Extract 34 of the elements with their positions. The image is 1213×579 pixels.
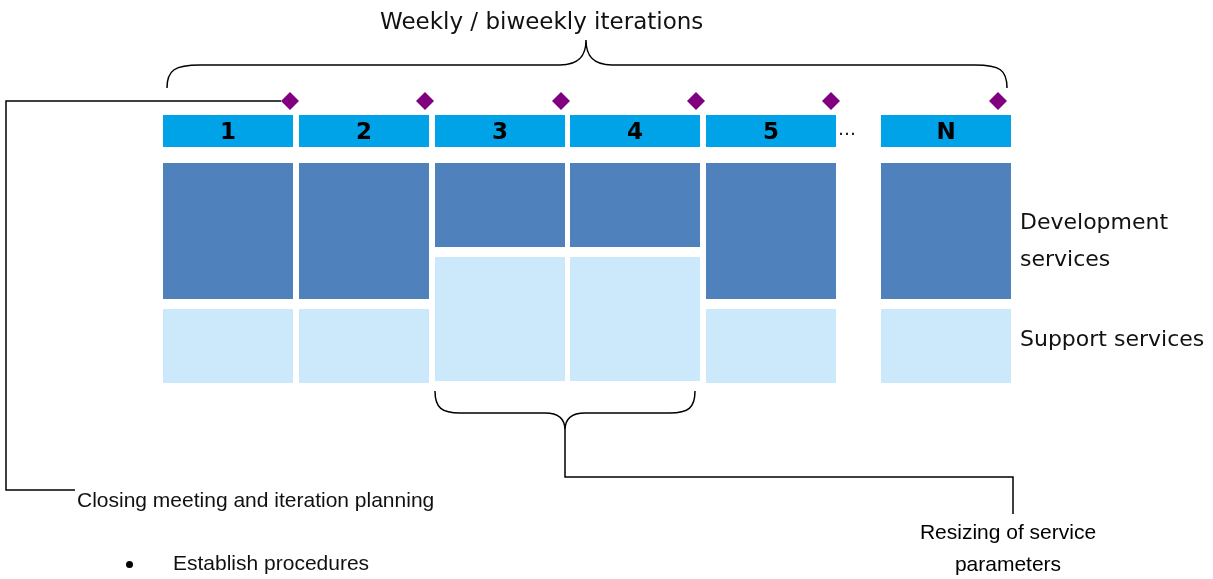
iteration-header: 5: [706, 115, 836, 147]
development-block: [435, 163, 565, 247]
milestone-diamond: [281, 92, 299, 110]
support-block: [570, 257, 700, 381]
milestone-diamond: [822, 92, 840, 110]
development-block: [163, 163, 293, 299]
milestone-diamond: [989, 92, 1007, 110]
development-block: [706, 163, 836, 299]
support-block: [881, 309, 1011, 383]
iteration-header: 4: [570, 115, 700, 147]
support-block: [435, 257, 565, 381]
support-block: [299, 309, 429, 383]
bracket-label: Weekly / biweekly iterations: [380, 7, 704, 36]
milestone-diamond: [687, 92, 705, 110]
leader-line: [564, 429, 1014, 515]
support-block: [706, 309, 836, 383]
support-block: [163, 309, 293, 383]
milestone-diamond: [552, 92, 570, 110]
row-label: Development services: [1020, 208, 1170, 273]
milestone-diamond: [416, 92, 434, 110]
row-label: Support services: [1020, 325, 1205, 353]
development-block: [570, 163, 700, 247]
development-block: [881, 163, 1011, 299]
iteration-header: N: [881, 115, 1011, 147]
iteration-header: 3: [435, 115, 565, 147]
development-block: [299, 163, 429, 299]
iteration-header: 2: [299, 115, 429, 147]
ellipsis-text: …: [838, 117, 856, 141]
leader-line: [5, 100, 282, 491]
heading-text: Closing meeting and iteration planning: [77, 488, 435, 512]
note-text: Resizing of service parameters: [918, 519, 1098, 577]
iteration-header: 1: [163, 115, 293, 147]
bullet-text: Establish procedures: [173, 551, 370, 575]
curly-bracket: [434, 390, 696, 431]
